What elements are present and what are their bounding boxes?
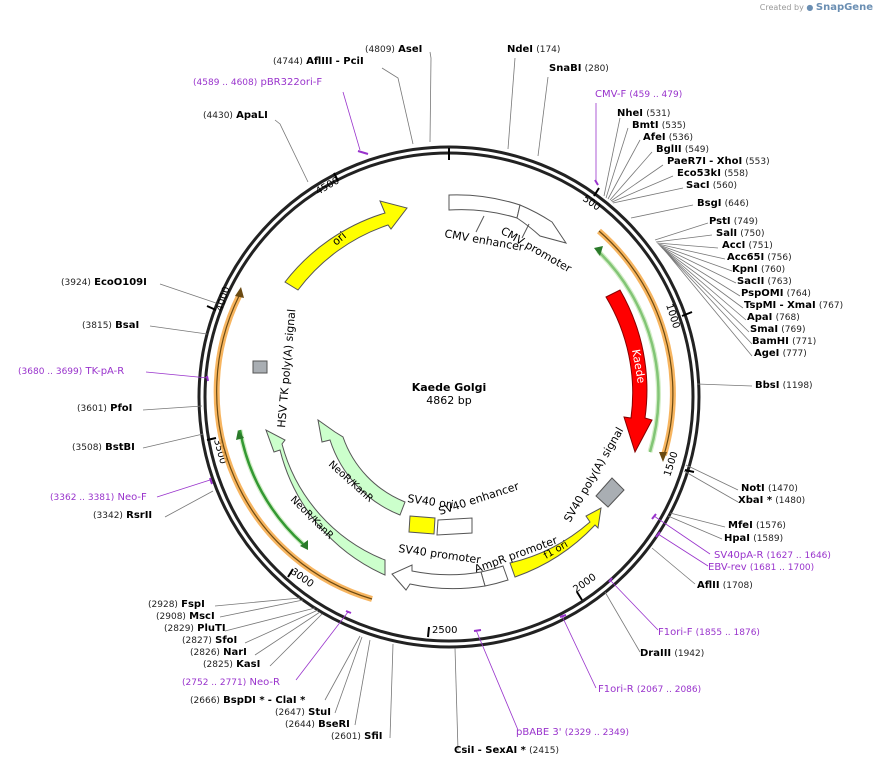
enzyme-pspomi[interactable]: PspOMI (764) bbox=[741, 288, 811, 299]
enzyme-pfoi[interactable]: (3601) PfoI bbox=[77, 403, 133, 414]
enzyme-eco53ki[interactable]: Eco53kI (558) bbox=[677, 168, 749, 179]
enzyme-saci[interactable]: SacI (560) bbox=[686, 180, 737, 191]
enzyme-rsrii[interactable]: (3342) RsrII bbox=[93, 510, 153, 521]
enzyme-sali[interactable]: SalI (750) bbox=[716, 228, 765, 239]
enzyme-csii[interactable]: CsiI - SexAI * (2415) bbox=[454, 745, 560, 756]
highlight-left bbox=[213, 287, 373, 602]
enzyme-bsai[interactable]: (3815) BsaI bbox=[82, 320, 140, 331]
enzyme-afei[interactable]: AfeI (536) bbox=[643, 132, 693, 143]
enzyme-apai[interactable]: ApaI (768) bbox=[747, 312, 800, 323]
highlight-right bbox=[594, 228, 676, 462]
enzyme-snabi[interactable]: SnaBI (280) bbox=[549, 63, 609, 74]
enzyme-psti[interactable]: PstI (749) bbox=[709, 216, 758, 227]
enzyme-bspdi[interactable]: (2666) BspDI * - ClaI * bbox=[190, 695, 306, 706]
enzyme-noti[interactable]: NotI (1470) bbox=[741, 483, 798, 494]
feature-sv40-ori: SV40 ori bbox=[407, 492, 455, 535]
enzyme-bglii[interactable]: BglII (549) bbox=[656, 144, 710, 155]
enzyme-nari[interactable]: (2826) NarI bbox=[190, 647, 247, 658]
enzyme-fspi[interactable]: (2928) FspI bbox=[148, 599, 205, 610]
enzyme-afl-ii[interactable]: AflII (1708) bbox=[697, 580, 753, 591]
snapgene-credit: Created by ● SnapGene bbox=[760, 2, 873, 13]
enzyme-smai[interactable]: SmaI (769) bbox=[750, 324, 806, 335]
tick-2500-label: 2500 bbox=[432, 625, 457, 636]
label-sv40-ori: SV40 ori bbox=[407, 492, 455, 511]
enzyme-ecoo109i[interactable]: (3924) EcoO109I bbox=[61, 277, 147, 288]
plasmid-length: 4862 bp bbox=[426, 394, 471, 407]
primer-cmv-f[interactable]: CMV-F (459 .. 479) bbox=[595, 89, 683, 100]
primer-marks bbox=[206, 150, 661, 632]
enzyme-apali[interactable]: (4430) ApaLI bbox=[203, 110, 268, 121]
primer-pbabe-3[interactable]: pBABE 3' (2329 .. 2349) bbox=[516, 727, 629, 738]
primer-sv40pa-r[interactable]: SV40pA-R (1627 .. 1646) bbox=[714, 550, 831, 561]
enzyme-stui[interactable]: (2647) StuI bbox=[275, 707, 331, 718]
enzyme-afliii[interactable]: (4744) AflIII - PciI bbox=[273, 56, 364, 67]
backbone-outer bbox=[197, 145, 701, 649]
feature-kaede: Kaede bbox=[605, 289, 653, 454]
enzyme-tspmi[interactable]: TspMI - XmaI (767) bbox=[744, 300, 844, 311]
enzyme-acc65i[interactable]: Acc65I (756) bbox=[727, 252, 792, 263]
primer-neo-r[interactable]: (2752 .. 2771) Neo-R bbox=[182, 677, 280, 688]
enzyme-bsgi[interactable]: BsgI (646) bbox=[697, 198, 749, 209]
primer-f1ori-r[interactable]: F1ori-R (2067 .. 2086) bbox=[598, 684, 702, 695]
feature-ori: ori bbox=[284, 200, 408, 291]
credit-brand: SnapGene bbox=[815, 2, 873, 13]
primer-ebv-rev[interactable]: EBV-rev (1681 .. 1700) bbox=[708, 562, 815, 573]
enzyme-asei[interactable]: (4809) AseI bbox=[365, 44, 423, 55]
enzyme-bstbi[interactable]: (3508) BstBI bbox=[72, 442, 135, 453]
tick-2500: 2500 bbox=[427, 625, 457, 638]
enzyme-bseri[interactable]: (2644) BseRI bbox=[285, 719, 350, 730]
primer-neo-f[interactable]: (3362 .. 3381) Neo-F bbox=[50, 492, 147, 503]
snapgene-logo-icon: ● bbox=[806, 3, 814, 12]
enzyme-bamhi[interactable]: BamHI (771) bbox=[752, 336, 817, 347]
enzyme-pluti[interactable]: (2829) PluTI bbox=[164, 623, 226, 634]
enzyme-mfei[interactable]: MfeI (1576) bbox=[728, 520, 786, 531]
enzyme-paer7i[interactable]: PaeR7I - XhoI (553) bbox=[667, 156, 770, 167]
enzyme-sfii[interactable]: (2601) SfiI bbox=[331, 731, 383, 742]
primer-f1ori-f[interactable]: F1ori-F (1855 .. 1876) bbox=[658, 627, 760, 638]
enzyme-agei[interactable]: AgeI (777) bbox=[754, 348, 807, 359]
enzyme-acci[interactable]: AccI (751) bbox=[722, 240, 773, 251]
plasmid-name: Kaede Golgi bbox=[412, 381, 487, 394]
enzyme-nhei[interactable]: NheI (531) bbox=[617, 108, 671, 119]
enzyme-hpai[interactable]: HpaI (1589) bbox=[724, 533, 784, 544]
primer-leader-lines bbox=[145, 91, 711, 731]
enzyme-bmti[interactable]: BmtI (535) bbox=[632, 120, 686, 131]
primer-tk-pa-r[interactable]: (3680 .. 3699) TK-pA-R bbox=[18, 366, 125, 377]
leader-lines bbox=[142, 51, 753, 751]
enzyme-draiii[interactable]: DraIII (1942) bbox=[640, 648, 705, 659]
credit-prefix: Created by bbox=[759, 3, 804, 12]
enzyme-msci[interactable]: (2908) MscI bbox=[156, 611, 215, 622]
label-kaede: Kaede bbox=[629, 348, 648, 384]
enzyme-xbai[interactable]: XbaI * (1480) bbox=[738, 495, 806, 506]
enzyme-sfoi[interactable]: (2827) SfoI bbox=[182, 635, 238, 646]
enzyme-kpni[interactable]: KpnI (760) bbox=[732, 264, 786, 275]
enzyme-bbsi[interactable]: BbsI (1198) bbox=[755, 380, 813, 391]
enzyme-ndei[interactable]: NdeI (174) bbox=[507, 44, 561, 55]
enzyme-kasi[interactable]: (2825) KasI bbox=[203, 659, 261, 670]
enzyme-sacii[interactable]: SacII (763) bbox=[737, 276, 792, 287]
primer-pbr322ori-f[interactable]: (4589 .. 4608) pBR322ori-F bbox=[193, 77, 323, 88]
